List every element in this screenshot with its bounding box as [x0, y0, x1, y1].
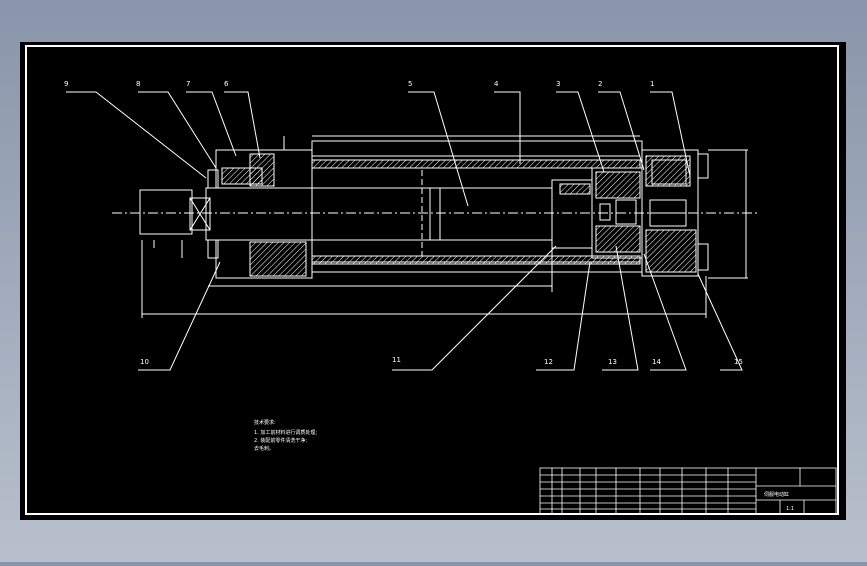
balloon-label: 3 — [556, 80, 560, 88]
balloon-label: 9 — [64, 80, 68, 88]
notes-line: 1. 加工前材料进行调质处理; — [254, 429, 317, 436]
balloon-label: 6 — [224, 80, 229, 88]
balloon-label: 15 — [734, 358, 743, 366]
balloon-label: 8 — [136, 80, 140, 88]
scale-value: 1:1 — [786, 506, 794, 512]
notes-line: 去毛刺。 — [254, 445, 274, 452]
part-name: 伺服电动缸 — [764, 491, 789, 498]
balloon-label: 4 — [494, 80, 499, 88]
rod-end — [139, 189, 193, 235]
balloon-label: 10 — [140, 358, 149, 366]
balloon-label: 1 — [650, 80, 654, 88]
technical-notes: 技术要求: 1. 加工前材料进行调质处理; 2. 装配前零件清洗干净; 去毛刺。 — [254, 419, 317, 452]
drawing-border — [25, 45, 839, 515]
rear-cap — [641, 149, 699, 277]
title-block-text: 伺服电动缸 1:1 — [764, 491, 794, 512]
balloon-label: 14 — [652, 358, 661, 366]
front-cap — [215, 149, 313, 189]
balloon-labels: 9 8 7 6 5 4 3 2 1 10 11 12 13 14 15 — [64, 80, 743, 366]
notes-line: 2. 装配前零件清洗干净; — [254, 437, 307, 444]
balloon-label: 5 — [408, 80, 412, 88]
title-block — [539, 467, 837, 515]
cylinder-section — [112, 135, 760, 318]
balloon-label: 2 — [598, 80, 602, 88]
balloon-label: 11 — [392, 356, 401, 364]
balloon-label: 13 — [608, 358, 617, 366]
balloon-label: 7 — [186, 80, 190, 88]
balloon-leaders — [66, 91, 743, 371]
notes-title: 技术要求: — [254, 419, 276, 426]
paper-sheet — [20, 42, 846, 520]
balloon-label: 12 — [544, 358, 553, 366]
